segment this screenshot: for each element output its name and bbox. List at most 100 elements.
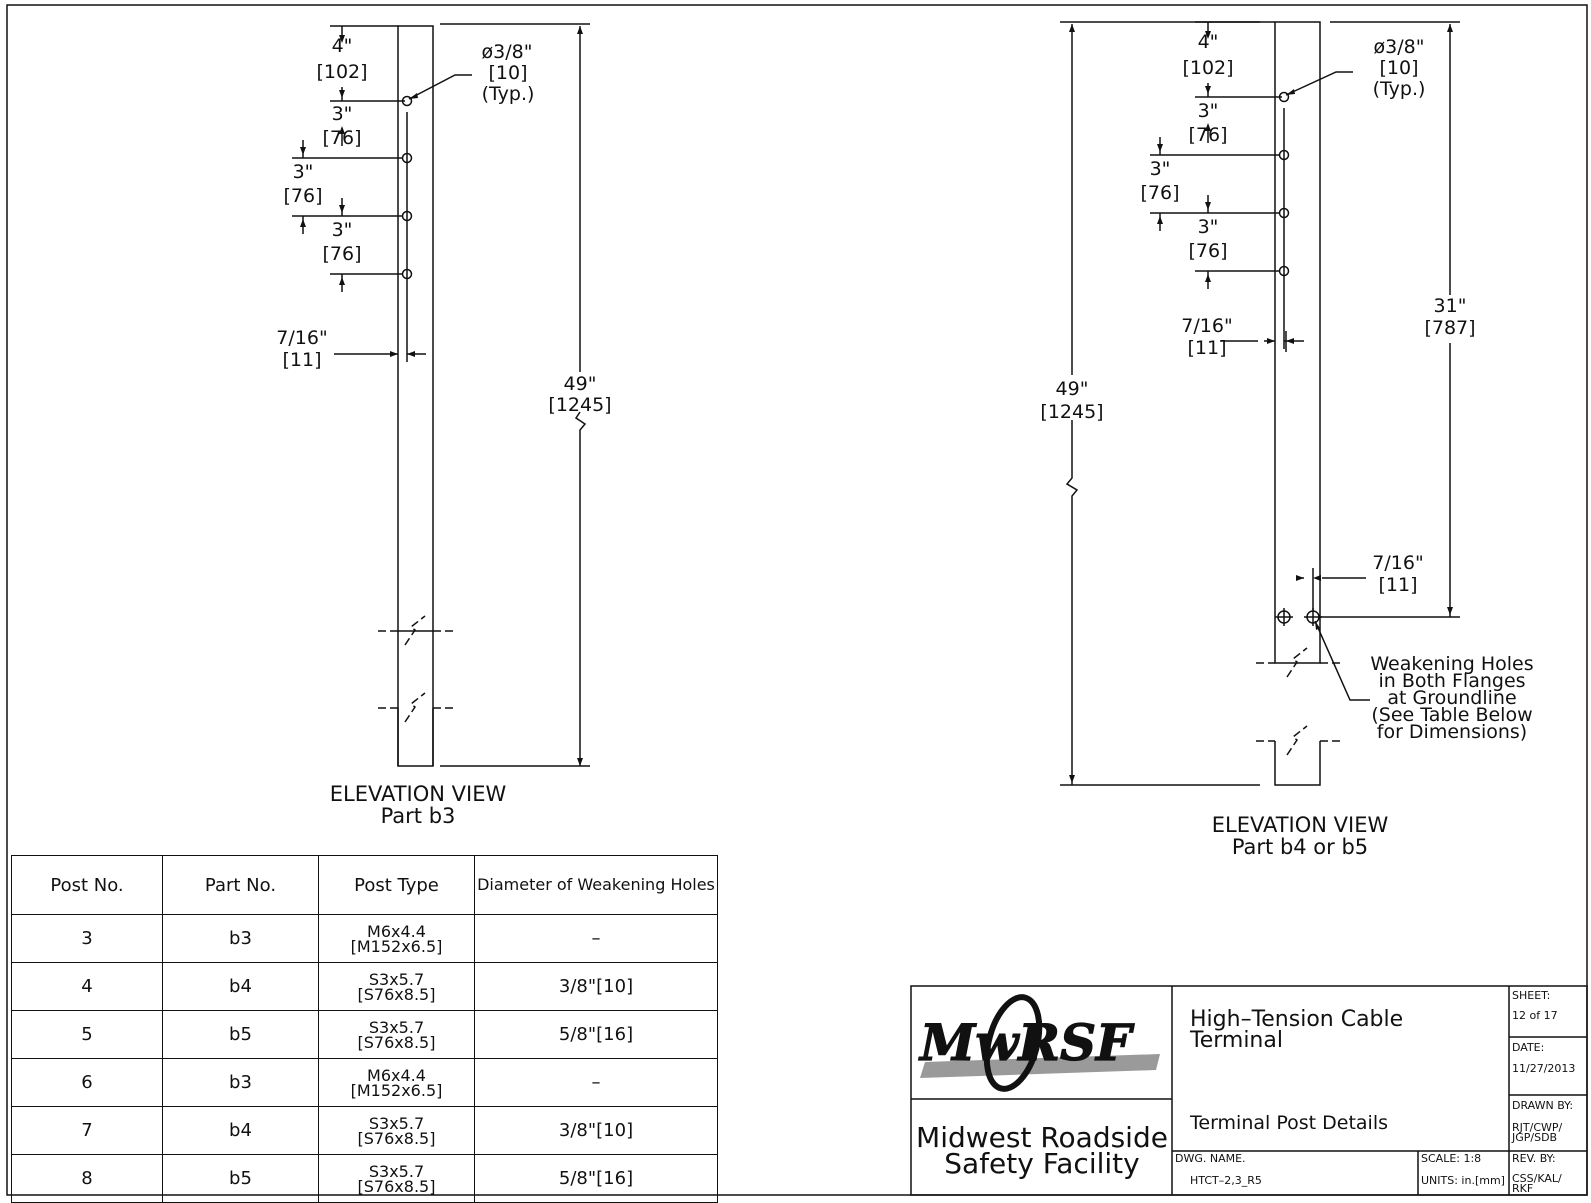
r-dim-hole-in: ø3/8" bbox=[1374, 36, 1425, 58]
cell-post: 8 bbox=[11, 1154, 163, 1203]
cell-post: 3 bbox=[11, 914, 163, 963]
cell-type-mm: [S76x8.5] bbox=[357, 1032, 436, 1052]
org-line-1: Midwest Roadside bbox=[916, 1121, 1168, 1154]
r-dim-s3-in: 3" bbox=[1198, 216, 1219, 238]
r-dim-edge2-mm: [11] bbox=[1378, 574, 1417, 596]
mwrsf-logo: MwRSF bbox=[917, 994, 1160, 1092]
weakening-note-line: Weakening Holes bbox=[1370, 653, 1533, 675]
sheet-border bbox=[6, 4, 1588, 1196]
right-post-lower bbox=[1274, 741, 1321, 786]
right-break-top bbox=[1256, 647, 1340, 678]
r-dim-s3-mm: [76] bbox=[1188, 240, 1227, 262]
cell-part: b3 bbox=[162, 914, 319, 963]
weakening-note-line: at Groundline bbox=[1387, 687, 1516, 709]
left-break-bottom bbox=[378, 692, 453, 723]
dim-s1-mm: [76] bbox=[322, 127, 361, 149]
cell-diameter: – bbox=[474, 1058, 718, 1107]
r-dim-edge-mm: [11] bbox=[1187, 337, 1226, 359]
rev-label: REV. BY: bbox=[1512, 1152, 1556, 1165]
right-view-subtitle: Part b4 or b5 bbox=[1232, 835, 1368, 859]
right-post-upper bbox=[1274, 21, 1321, 664]
dim-s2-mm: [76] bbox=[283, 185, 322, 207]
date-label: DATE: bbox=[1512, 1041, 1544, 1054]
drawn-value-1: RJT/CWP/ bbox=[1512, 1121, 1563, 1134]
units-label: UNITS: in.[mm] bbox=[1421, 1174, 1505, 1187]
date-value: 11/27/2013 bbox=[1512, 1062, 1575, 1075]
cell-type-mm: [S76x8.5] bbox=[357, 1128, 436, 1148]
left-break-top bbox=[378, 615, 453, 646]
cell-post: 7 bbox=[11, 1106, 163, 1155]
left-elevation-view bbox=[292, 23, 590, 767]
dim-top-in: 4" bbox=[332, 35, 353, 57]
cell-diameter: 3/8"[10] bbox=[474, 1106, 718, 1155]
rev-value-1: CSS/KAL/ bbox=[1512, 1172, 1562, 1185]
left-dimension-text: 4" [102] 3" [76] 3" [76] 3" [76] ø3/8" [… bbox=[276, 35, 611, 828]
left-post-lower bbox=[397, 708, 434, 767]
dim-edge-in: 7/16" bbox=[276, 327, 327, 349]
right-dimension-text: 4" [102] 3" [76] 3" [76] 3" [76] ø3/8" [… bbox=[1040, 31, 1533, 859]
cell-type: M6x4.4[M152x6.5] bbox=[318, 914, 475, 963]
r-dim-hole-mm: [10] bbox=[1379, 57, 1418, 79]
dim-edge-mm: [11] bbox=[282, 349, 321, 371]
dim-s3-mm: [76] bbox=[322, 243, 361, 265]
cell-diameter: 5/8"[16] bbox=[474, 1010, 718, 1059]
r-dim-edge-in: 7/16" bbox=[1181, 315, 1232, 337]
r-dim-total-in: 49" bbox=[1056, 378, 1089, 400]
cell-diameter: 5/8"[16] bbox=[474, 1154, 718, 1203]
cell-type-mm: [M152x6.5] bbox=[350, 1080, 443, 1100]
cell-diameter: – bbox=[474, 914, 718, 963]
cell-type: S3x5.7[S76x8.5] bbox=[318, 1010, 475, 1059]
cell-part: b5 bbox=[162, 1154, 319, 1203]
cell-type-in: S3x5.7 bbox=[368, 1017, 425, 1037]
cell-post: 5 bbox=[11, 1010, 163, 1059]
sheet-label: SHEET: bbox=[1512, 989, 1550, 1002]
dim-hole-in: ø3/8" bbox=[482, 41, 533, 63]
cell-post: 6 bbox=[11, 1058, 163, 1107]
dim-hole-mm: [10] bbox=[488, 62, 527, 84]
logo-text: MwRSF bbox=[918, 1013, 1135, 1072]
project-line-2: Terminal bbox=[1189, 1028, 1283, 1053]
cell-part: b4 bbox=[162, 1106, 319, 1155]
r-dim-top-mm: [102] bbox=[1182, 57, 1233, 79]
right-arrows bbox=[1069, 24, 1453, 783]
org-line-2: Safety Facility bbox=[944, 1147, 1139, 1180]
dim-total-in: 49" bbox=[564, 373, 597, 395]
dim-hole-note: (Typ.) bbox=[482, 83, 535, 105]
rev-value-2: RKF bbox=[1512, 1182, 1533, 1195]
cell-type-in: M6x4.4 bbox=[367, 1065, 426, 1085]
cell-part: b4 bbox=[162, 962, 319, 1011]
header-post-no: Post No. bbox=[11, 855, 163, 915]
weakening-note-line: in Both Flanges bbox=[1378, 670, 1525, 692]
r-dim-hole-note: (Typ.) bbox=[1373, 78, 1426, 100]
left-arrows bbox=[300, 26, 583, 766]
left-post-upper bbox=[397, 25, 434, 632]
cell-type-in: S3x5.7 bbox=[368, 1161, 425, 1181]
r-dim-ground-in: 31" bbox=[1434, 295, 1467, 317]
cell-type-mm: [M152x6.5] bbox=[350, 936, 443, 956]
r-dim-total-mm: [1245] bbox=[1040, 401, 1103, 423]
dwg-value: HTCT–2,3_R5 bbox=[1190, 1174, 1262, 1187]
left-view-subtitle: Part b3 bbox=[381, 804, 456, 828]
cell-type: M6x4.4[M152x6.5] bbox=[318, 1058, 475, 1107]
drawn-label: DRAWN BY: bbox=[1512, 1099, 1573, 1112]
sheet-title: Terminal Post Details bbox=[1189, 1112, 1388, 1134]
scale-label: SCALE: 1:8 bbox=[1421, 1152, 1481, 1165]
right-elevation-view bbox=[1060, 21, 1460, 786]
cell-part: b3 bbox=[162, 1058, 319, 1107]
header-post-type: Post Type bbox=[318, 855, 475, 915]
cell-type-in: M6x4.4 bbox=[367, 921, 426, 941]
drawn-value-2: JGP/SDB bbox=[1511, 1131, 1557, 1144]
sheet-value: 12 of 17 bbox=[1512, 1009, 1558, 1022]
post-table: Post No. Part No. Post Type Diameter of … bbox=[11, 855, 718, 1203]
r-dim-edge2-in: 7/16" bbox=[1372, 552, 1423, 574]
cell-type-mm: [S76x8.5] bbox=[357, 1176, 436, 1196]
r-dim-s1-in: 3" bbox=[1198, 100, 1219, 122]
project-line-1: High–Tension Cable bbox=[1190, 1007, 1403, 1032]
cell-type-mm: [S76x8.5] bbox=[357, 984, 436, 1004]
